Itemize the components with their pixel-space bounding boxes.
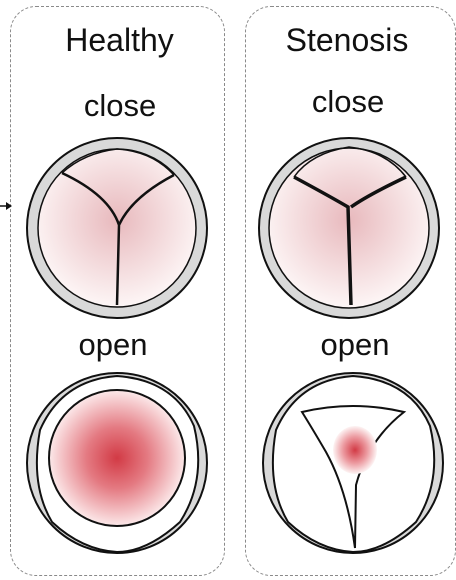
stenosis-closed-valve (256, 135, 442, 321)
stenosis-title: Stenosis (272, 22, 422, 59)
blood-flow (333, 426, 377, 474)
healthy-title: Healthy (52, 22, 187, 59)
arrow-icon (0, 201, 12, 211)
stenosis-open-label: open (300, 327, 410, 363)
healthy-open-label: open (58, 327, 168, 363)
healthy-closed-valve (24, 135, 210, 321)
healthy-open-valve (24, 370, 210, 556)
stenosis-open-valve (260, 370, 446, 556)
stenosis-close-label: close (298, 84, 398, 120)
blood-flow (49, 390, 185, 526)
healthy-close-label: close (70, 88, 170, 124)
